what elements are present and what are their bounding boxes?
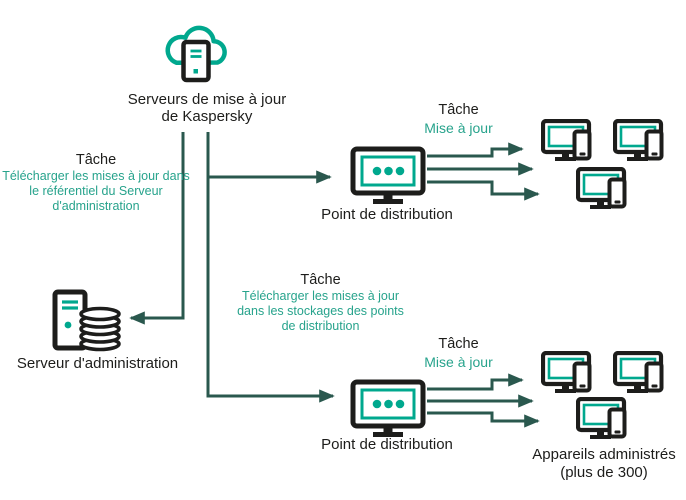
task-line: le référentiel du Serveur: [29, 184, 163, 198]
cloud-with-update-server-icon: [165, 25, 227, 83]
phone-icon: [644, 361, 664, 393]
monitor-with-phone-icon: [576, 167, 627, 209]
distribution-point-bottom-node: [350, 379, 426, 439]
monitor-with-phone-icon: [541, 351, 592, 393]
arrow-dp-bottom-to-device-3: [427, 411, 540, 428]
task-line: dans les stockages des points: [237, 304, 404, 318]
phone-icon: [607, 407, 627, 439]
server-led-icon: [193, 69, 198, 74]
task-line: Télécharger les mises à jour: [241, 289, 399, 303]
monitor-with-phone-icon: [613, 351, 664, 393]
managed-device: [541, 119, 597, 165]
managed-device: [613, 351, 669, 397]
arrow-cloud-to-dp-bottom: [206, 132, 335, 403]
task-download-to-dp-storage: Tâche Télécharger les mises à jour dans …: [228, 271, 413, 334]
task-line: Télécharger les mises à jour dans: [2, 169, 190, 183]
update-server-icon: [181, 39, 211, 83]
task-update-bottom: Tâche Mise à jour: [406, 335, 511, 371]
phone-icon: [572, 361, 592, 393]
task-title: Tâche: [438, 102, 479, 118]
managed-devices-label-line1: Appareils administrés: [532, 446, 676, 463]
admin-server-node: [48, 288, 128, 356]
monitor-with-phone-icon: [576, 397, 627, 439]
monitor-with-phone-icon: [613, 119, 664, 161]
monitor-dots-icon: [350, 379, 426, 437]
disk-stack-icon: [79, 306, 121, 352]
task-title: Tâche: [438, 336, 479, 352]
task-line: de distribution: [281, 319, 360, 333]
server-led-icon: [64, 321, 72, 329]
task-line: d'administration: [52, 199, 140, 213]
arrow-cloud-to-admin-server: [129, 132, 185, 325]
arrow-dp-top-to-device-1: [427, 142, 524, 158]
phone-icon: [644, 129, 664, 161]
monitor-with-phone-icon: [541, 119, 592, 161]
monitor-dots-icon: [350, 146, 426, 204]
kaspersky-servers-label-line1: Serveurs de mise à jour: [127, 91, 287, 108]
task-update-top: Tâche Mise à jour: [406, 101, 511, 137]
phone-icon: [572, 129, 592, 161]
phone-icon: [607, 177, 627, 209]
arrow-dp-top-to-device-3: [427, 180, 540, 201]
managed-device: [541, 351, 597, 397]
task-action: Mise à jour: [424, 120, 493, 136]
arrow-dp-bottom-to-device-1: [427, 373, 524, 391]
task-action: Mise à jour: [424, 354, 493, 370]
managed-device: [613, 119, 669, 165]
managed-devices-label: Appareils administrés (plus de 300): [520, 446, 686, 482]
task-title: Tâche: [300, 272, 341, 288]
managed-device: [576, 397, 632, 443]
task-title: Tâche: [75, 152, 117, 168]
kaspersky-servers-label: Serveurs de mise à jour de Kaspersky: [97, 91, 317, 125]
distribution-point-top-node: [350, 146, 426, 206]
distribution-point-bottom-label: Point de distribution: [321, 436, 453, 453]
server-tower-disk-stack-icon: [52, 289, 121, 352]
task-download-to-admin-repo: Tâche Télécharger les mises à jour dans …: [2, 151, 190, 214]
managed-devices-label-line2: (plus de 300): [560, 464, 648, 481]
kaspersky-servers-label-line2: de Kaspersky: [161, 108, 253, 125]
distribution-point-top-label: Point de distribution: [321, 206, 453, 223]
admin-server-label: Serveur d'administration: [16, 355, 179, 372]
kaspersky-update-servers-node: [162, 18, 228, 86]
managed-device: [576, 167, 632, 213]
